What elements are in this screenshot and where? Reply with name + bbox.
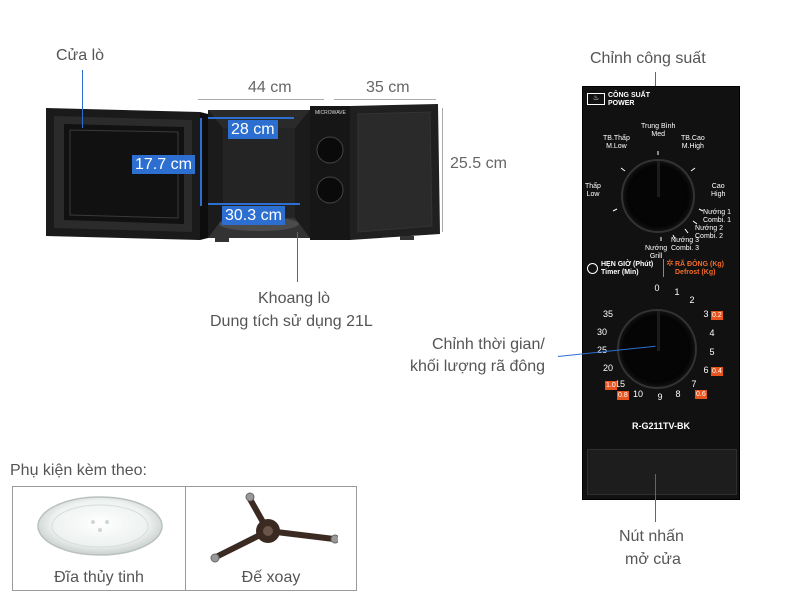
power-title-vn: CÔNG SUẤT [608, 92, 650, 99]
height-dimension-line [442, 108, 443, 232]
microwave-illustration [40, 100, 450, 250]
cavity-capacity: Dung tích sử dụng 21L [210, 313, 373, 330]
door-label: Cửa lò [56, 47, 105, 64]
accessories-title: Phụ kiện kèm theo: [10, 462, 147, 479]
glass-plate-icon [37, 496, 163, 556]
accessory-glass-plate: Đĩa thủy tinh [12, 486, 186, 591]
timer-mark-2: 2 [689, 295, 695, 305]
door-callout-line [82, 70, 83, 128]
timer-mark-20: 20 [602, 363, 613, 373]
timer-mark-15: 15 [614, 379, 625, 389]
door-button-label-line2: mở cửa [625, 551, 681, 568]
defrost-mark-1-0: 1.0 [605, 381, 617, 390]
cavity-width-dimension: 28 cm [228, 120, 278, 139]
model-number: R-G211TV-BK [631, 421, 691, 431]
power-callout: Chỉnh công suất [590, 50, 706, 67]
defrost-mark-0-4: 0.4 [711, 367, 723, 376]
defrost-icon: ✲ [666, 258, 674, 268]
timer-mark-9: 9 [657, 392, 663, 402]
cavity-height-line [200, 118, 202, 206]
depth-dimension-line [334, 99, 436, 100]
height-dimension: 25.5 cm [450, 155, 507, 172]
timer-mark-0: 0 [654, 283, 660, 293]
timer-mark-10: 10 [632, 389, 643, 399]
timer-callout-line2: khối lượng rã đông [410, 358, 546, 375]
cavity-depth-line [208, 203, 300, 205]
timer-mark-7: 7 [691, 379, 697, 389]
timer-mark-6: 6 [703, 365, 709, 375]
clock-icon [587, 263, 598, 274]
defrost-mark-0-6: 0.6 [695, 390, 707, 399]
door-button-callout-line [655, 474, 656, 522]
door-button-label-line1: Nút nhấn [619, 528, 684, 545]
timer-mark-8: 8 [675, 389, 681, 399]
timer-mark-5: 5 [709, 347, 715, 357]
timer-title-en: Timer (Min) [601, 269, 639, 276]
roller-ring-icon [210, 492, 338, 563]
cavity-width-line [208, 117, 294, 119]
timer-mark-30: 30 [596, 327, 607, 337]
timer-mark-1: 1 [674, 287, 680, 297]
defrost-title-en: Defrost (Kg) [675, 269, 716, 276]
width-dimension: 44 cm [248, 79, 292, 96]
power-title-en: POWER [608, 100, 635, 107]
brand-tag: MICROWAVE [315, 110, 346, 116]
timer-mark-25: 25 [596, 345, 607, 355]
depth-dimension: 35 cm [366, 79, 410, 96]
cavity-label: Khoang lò [258, 290, 331, 307]
accessory-roller-ring: Đế xoay [185, 486, 357, 591]
timer-mark-4: 4 [709, 328, 715, 338]
defrost-title-vn: RÃ ĐÔNG (Kg) [675, 261, 724, 268]
timer-mark-3: 3 [703, 309, 709, 319]
roller-ring-label: Đế xoay [241, 569, 301, 586]
door-open-button[interactable] [587, 449, 737, 495]
glass-plate-label: Đĩa thủy tinh [54, 569, 144, 586]
cavity-depth-dimension: 30.3 cm [222, 206, 285, 225]
microwave-drawing [46, 104, 440, 242]
timer-title-vn: HẸN GIỜ (Phút) [601, 261, 654, 268]
cavity-callout-line [297, 232, 298, 282]
defrost-mark-0-8: 0.8 [617, 391, 629, 400]
timer-divider [663, 259, 664, 277]
power-knob[interactable] [621, 159, 695, 233]
power-dial-ticks [612, 151, 704, 241]
width-dimension-line [198, 99, 324, 100]
cavity-height-dimension: 17.7 cm [132, 155, 195, 174]
defrost-mark-0-2: 0.2 [711, 311, 723, 320]
timer-callout-line1: Chỉnh thời gian/ [432, 336, 545, 353]
timer-mark-35: 35 [602, 309, 613, 319]
power-icon: ♨ [587, 93, 605, 105]
